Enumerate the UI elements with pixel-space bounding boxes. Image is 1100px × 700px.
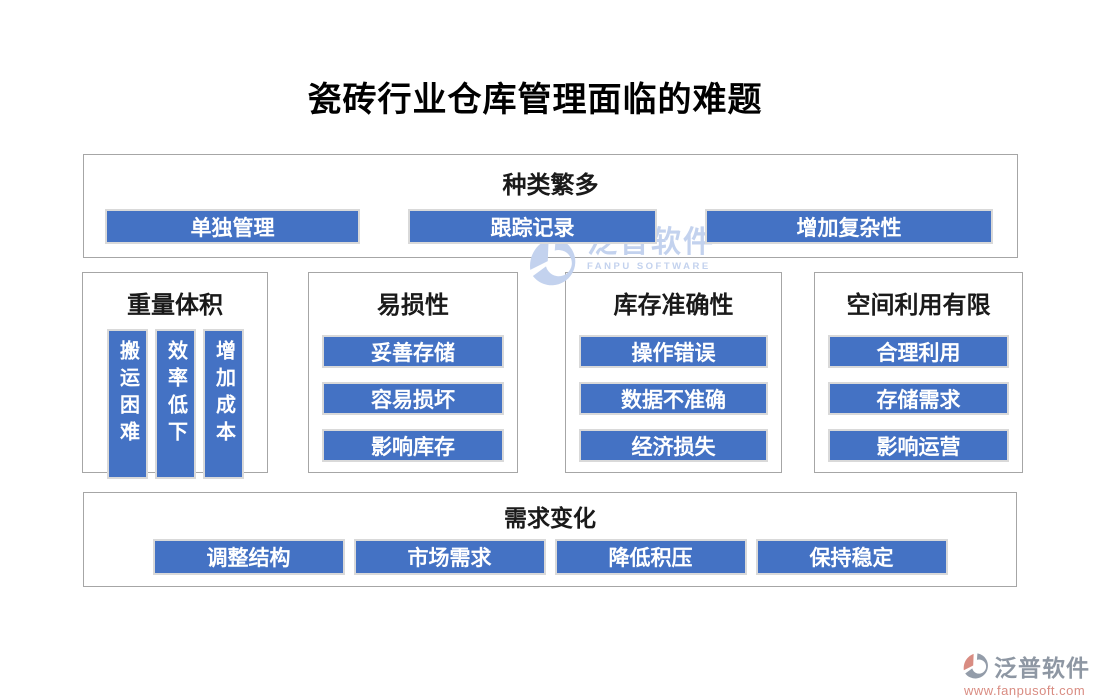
pill-affects-inventory: 影响库存 bbox=[322, 429, 504, 462]
bar-increased-cost: 增加成本 bbox=[202, 329, 244, 479]
section-limited-space-header: 空间利用有限 bbox=[846, 292, 991, 319]
pill-tracking-records: 跟踪记录 bbox=[408, 209, 657, 244]
section-fragility: 易损性 妥善存储 容易损坏 影响库存 bbox=[308, 272, 518, 473]
section-variety-button-row: 单独管理 跟踪记录 增加复杂性 bbox=[105, 209, 993, 244]
bar-handling-difficulty: 搬运困难 bbox=[106, 329, 148, 479]
section-demand-change-header: 需求变化 bbox=[504, 505, 596, 531]
pill-operation-errors: 操作错误 bbox=[579, 335, 768, 368]
footer-logo-name: 泛普软件 bbox=[994, 655, 1090, 681]
section-limited-space: 空间利用有限 合理利用 存储需求 影响运营 bbox=[814, 272, 1023, 473]
pill-added-complexity: 增加复杂性 bbox=[705, 209, 993, 244]
vertical-bar-group: 搬运困难 效率低下 增加成本 bbox=[83, 329, 267, 479]
section-variety-header: 种类繁多 bbox=[502, 172, 599, 199]
bar-low-efficiency: 效率低下 bbox=[154, 329, 196, 479]
section-fragility-header: 易损性 bbox=[377, 292, 449, 319]
section-weight-volume: 重量体积 搬运困难 效率低下 增加成本 bbox=[82, 272, 268, 479]
pill-economic-loss: 经济损失 bbox=[579, 429, 768, 462]
pill-inaccurate-data: 数据不准确 bbox=[579, 382, 768, 415]
pill-maintain-stability: 保持稳定 bbox=[755, 539, 948, 575]
pill-proper-storage: 妥善存储 bbox=[322, 335, 504, 368]
footer-logo-url: www.fanpusoft.com bbox=[964, 683, 1086, 698]
section-variety: 种类繁多 单独管理 跟踪记录 增加复杂性 bbox=[83, 154, 1018, 258]
pill-market-demand: 市场需求 bbox=[353, 539, 546, 575]
pill-easily-damaged: 容易损坏 bbox=[322, 382, 504, 415]
pill-rational-use: 合理利用 bbox=[828, 335, 1009, 368]
fanpu-swoosh-icon bbox=[530, 238, 576, 286]
pill-separate-management: 单独管理 bbox=[105, 209, 360, 244]
footer-logo-main: 泛普软件 bbox=[961, 649, 1090, 683]
section-demand-change: 需求变化 调整结构 市场需求 降低积压 保持稳定 bbox=[83, 492, 1017, 587]
footer-logo: 泛普软件 www.fanpusoft.com bbox=[961, 649, 1090, 698]
fanpu-swoosh-icon bbox=[963, 653, 988, 679]
section-demand-change-button-row: 调整结构 市场需求 降低积压 保持稳定 bbox=[84, 539, 1016, 575]
pill-storage-demand: 存储需求 bbox=[828, 382, 1009, 415]
section-inventory-accuracy-header: 库存准确性 bbox=[613, 292, 734, 319]
watermark-subtitle: FANPU SOFTWARE bbox=[587, 261, 711, 272]
section-weight-volume-header: 重量体积 bbox=[127, 292, 223, 319]
pill-adjust-structure: 调整结构 bbox=[152, 539, 345, 575]
page-title: 瓷砖行业仓库管理面临的难题 bbox=[307, 81, 763, 119]
pill-reduce-backlog: 降低积压 bbox=[554, 539, 747, 575]
section-inventory-accuracy: 库存准确性 操作错误 数据不准确 经济损失 bbox=[565, 272, 782, 473]
pill-affects-operations: 影响运营 bbox=[828, 429, 1009, 462]
